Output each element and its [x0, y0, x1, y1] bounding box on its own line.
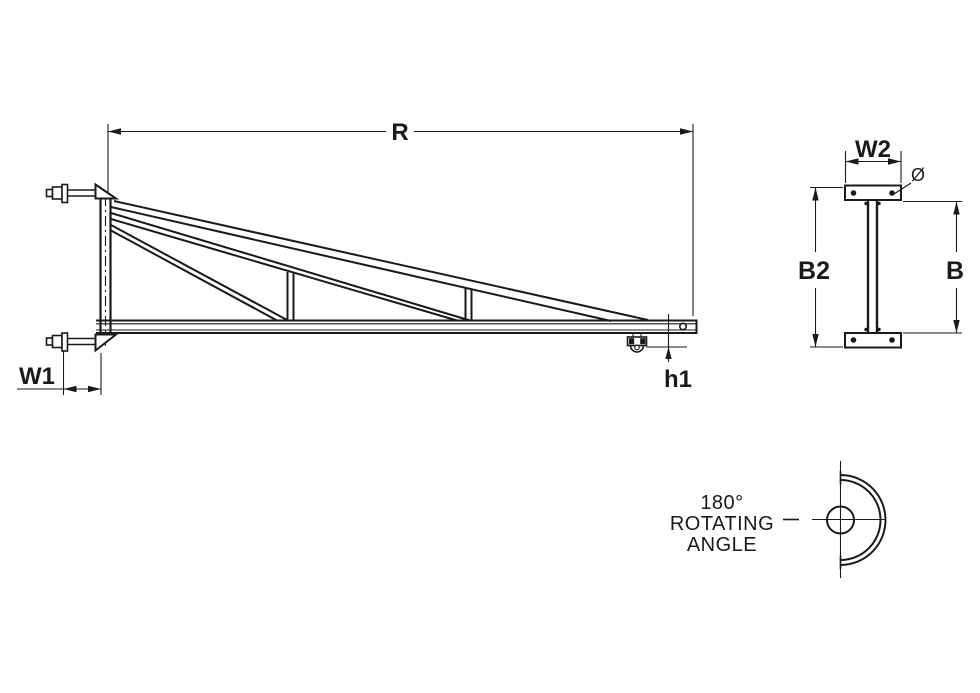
rotation-pivot-circle: [826, 505, 855, 535]
bolt-hole-bottom-right: [889, 337, 895, 343]
top-chord-upper-edge: [113, 200, 649, 321]
dim-w2-arrow-right: [888, 158, 901, 165]
dimension-label-w1: W1: [19, 363, 55, 390]
bolt-top-head: [51, 186, 63, 200]
dim-b2-arrow-down: [812, 334, 819, 347]
dim-r-arrow-left: [108, 128, 121, 135]
dimension-label-h1: h1: [664, 366, 692, 393]
hoist-trolley: [626, 333, 648, 353]
dimension-b: B: [903, 200, 964, 334]
weld-mark-top-left: [864, 201, 868, 206]
dimension-b2: B2: [798, 186, 843, 348]
dim-w1-arrow-left: [63, 385, 77, 393]
truss-diagonals: [110, 200, 649, 322]
dim-w1-arrow-right: [88, 385, 101, 393]
dimension-label-b: B: [946, 257, 964, 285]
bolt-bottom-tip: [45, 337, 54, 346]
weld-mark-top-right: [877, 201, 881, 206]
rotation-range-diagram: 180° ROTATING ANGLE: [670, 461, 887, 578]
weld-mark-bottom-right: [877, 327, 881, 332]
steep-diagonal-upper-edge: [110, 224, 289, 322]
dim-h1-arrow-up: [665, 347, 672, 359]
bolt-hole-bottom-left: [850, 337, 857, 343]
top-chord-lower-edge: [110, 206, 612, 322]
trolley-hook-hole: [634, 344, 640, 351]
bolt-bottom-washer: [61, 332, 69, 352]
weld-mark-bottom-left: [864, 327, 868, 332]
bolt-hole-top-right: [889, 190, 895, 196]
rotation-label-line2: ANGLE: [687, 534, 757, 556]
rotation-arc-outer: [840, 474, 887, 566]
truss-struts: [286, 272, 473, 321]
mounting-plate-bottom: [844, 332, 902, 349]
bolt-top-washer: [61, 183, 69, 204]
dim-w2-arrow-left: [845, 158, 859, 165]
mast-gusset-bottom: [94, 333, 119, 353]
mast-gusset-top: [94, 182, 120, 200]
diameter-callout: Ø: [893, 165, 925, 195]
jib-crane-elevation-view: R: [17, 119, 698, 395]
rotation-label-line1: ROTATING: [670, 513, 774, 535]
dimension-w2: W2: [844, 136, 902, 183]
trolley-wheel-left: [629, 338, 635, 345]
dim-r-arrow-right: [680, 128, 693, 135]
bolt-bottom-head: [51, 334, 63, 349]
mid-diagonal-upper-edge: [110, 212, 471, 322]
mounting-plate-top: [844, 184, 902, 201]
mid-diagonal-lower-edge: [110, 218, 458, 322]
dimension-w1: W1: [17, 351, 102, 395]
beam-end-stop-hole: [678, 322, 687, 331]
dim-b-arrow-down: [953, 320, 960, 333]
trolley-hook-shackle: [629, 345, 645, 353]
dim-b-arrow-up: [953, 201, 960, 215]
diameter-symbol-label: Ø: [911, 165, 925, 185]
wall-anchor-bolt-top: [45, 183, 96, 204]
dimension-r: R: [107, 119, 694, 316]
mast-column: [94, 182, 120, 353]
boom-beam: [96, 319, 698, 334]
rotation-arc-inner: [840, 479, 882, 561]
wall-anchor-bolt-bottom: [45, 332, 96, 352]
dim-b2-arrow-up: [812, 187, 819, 201]
steep-diagonal-lower-edge: [110, 229, 278, 322]
dimension-h1: h1: [646, 314, 692, 393]
bolt-top-tip: [45, 188, 54, 198]
bolt-hole-top-left: [850, 190, 857, 196]
dimension-label-w2: W2: [855, 136, 891, 163]
mast-front-view: W2 Ø B2 B: [798, 136, 964, 349]
dimension-label-b2: B2: [798, 257, 830, 285]
rotation-angle-value: 180°: [700, 492, 743, 514]
trolley-wheel-right: [640, 338, 646, 345]
diameter-leader-line: [893, 182, 912, 195]
dimension-label-r: R: [391, 119, 408, 146]
